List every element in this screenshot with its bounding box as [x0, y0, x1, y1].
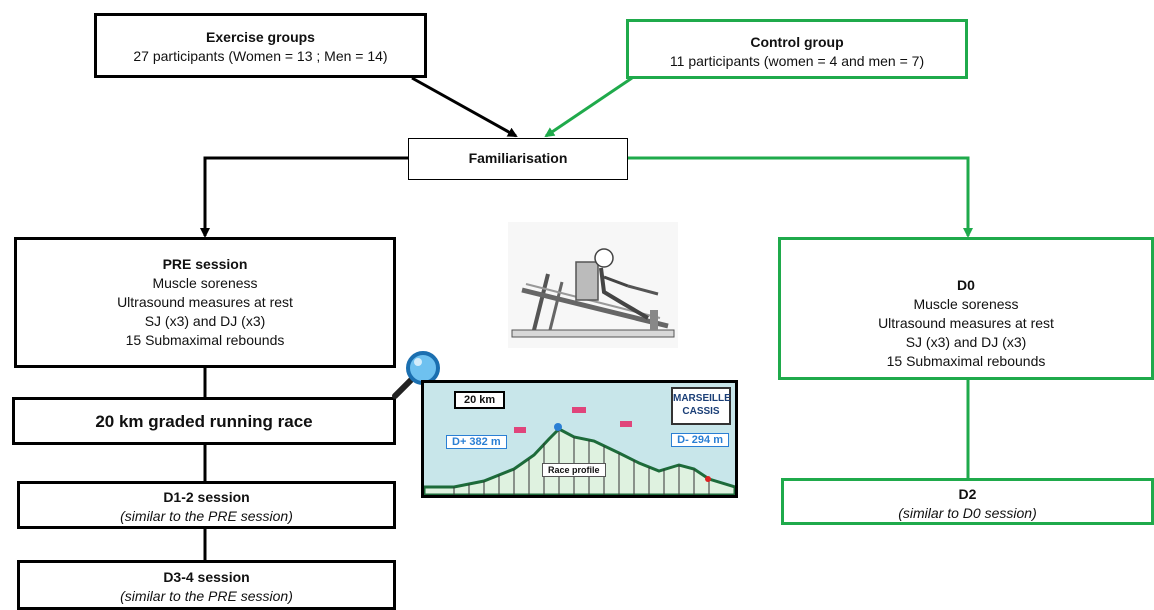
sled-jump-icon	[508, 222, 678, 348]
d12-session-box: D1-2 session (similar to the PRE session…	[17, 481, 396, 529]
race-logo: MARSEILLE CASSIS	[671, 387, 731, 425]
race-label: 20 km graded running race	[95, 412, 313, 431]
arrow-familiarisation-to-d0	[628, 156, 973, 238]
pre-session-title: PRE session	[162, 256, 248, 272]
pre-session-line: Muscle soreness	[152, 275, 258, 291]
d2-session-box: D2 (similar to D0 session)	[781, 478, 1154, 525]
d0-session-line: Muscle soreness	[913, 296, 1019, 312]
d12-session-title: D1-2 session	[163, 489, 250, 505]
familiarisation-box: Familiarisation	[408, 138, 628, 180]
familiarisation-label: Familiarisation	[468, 150, 568, 166]
control-group-detail: 11 participants (women = 4 and men = 7)	[669, 53, 925, 69]
race-profile-label: Race profile	[542, 463, 606, 477]
pre-session-line: SJ (x3) and DJ (x3)	[144, 313, 266, 329]
race-logo-line2: CASSIS	[682, 406, 720, 417]
d0-session-line: 15 Submaximal rebounds	[886, 353, 1046, 369]
race-profile-image: 20 km MARSEILLE CASSIS D+ 382 m D- 294 m…	[421, 380, 738, 498]
arrow-familiarisation-to-pre	[200, 156, 409, 238]
race-box: 20 km graded running race	[12, 397, 396, 445]
race-distance-label: 20 km	[454, 391, 506, 409]
d0-session-line: Ultrasound measures at rest	[878, 315, 1054, 331]
pre-session-line: 15 Submaximal rebounds	[125, 332, 285, 348]
exercise-groups-title: Exercise groups	[206, 29, 315, 45]
race-elevation-profile	[424, 407, 735, 495]
control-group-box: Control group 11 participants (women = 4…	[626, 19, 968, 79]
control-group-title: Control group	[750, 34, 844, 50]
arrow-control-to-familiarisation	[544, 76, 633, 138]
d0-session-line: SJ (x3) and DJ (x3)	[905, 334, 1027, 350]
pre-session-box: PRE session Muscle soreness Ultrasound m…	[14, 237, 396, 368]
d12-session-note: (similar to the PRE session)	[120, 508, 293, 524]
exercise-groups-detail: 27 participants (Women = 13 ; Men = 14)	[133, 48, 388, 64]
d0-session-box: D0 Muscle soreness Ultrasound measures a…	[778, 237, 1154, 380]
d0-session-title: D0	[957, 277, 975, 293]
d34-session-title: D3-4 session	[163, 569, 250, 585]
magnifier-icon	[392, 351, 440, 399]
exercise-groups-box: Exercise groups 27 participants (Women =…	[94, 13, 427, 78]
arrow-exercise-to-familiarisation	[411, 76, 518, 138]
race-descent-label: D- 294 m	[671, 433, 729, 447]
d34-session-box: D3-4 session (similar to the PRE session…	[17, 560, 396, 610]
d2-session-note: (similar to D0 session)	[898, 505, 1037, 521]
race-ascent-label: D+ 382 m	[446, 435, 507, 449]
d34-session-note: (similar to the PRE session)	[120, 588, 293, 604]
d2-session-title: D2	[958, 486, 977, 502]
race-logo-line1: MARSEILLE	[673, 393, 731, 404]
pre-session-line: Ultrasound measures at rest	[117, 294, 293, 310]
